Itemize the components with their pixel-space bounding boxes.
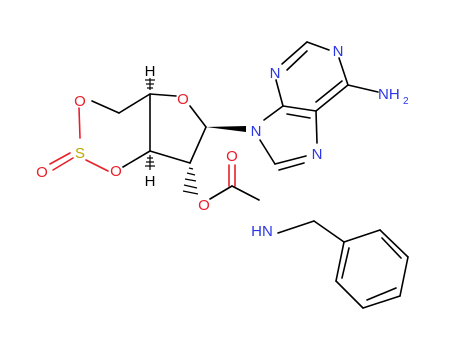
- bond-o-s-upper: [78, 107, 81, 139]
- bond-c4-n9: [263, 105, 284, 121]
- amino-subscript: 2: [403, 96, 409, 107]
- bond-n7-c5: [315, 110, 318, 144]
- hydrogen-bottom: H: [145, 173, 156, 190]
- benzene-inner-2: [366, 287, 397, 301]
- amino-group: NH: [378, 86, 400, 103]
- hash-bond-c2-o: [182, 167, 199, 195]
- benzene-bond-3: [399, 256, 409, 297]
- hash-bond-top: [145, 78, 155, 90]
- oxygen-ring-lower: O: [110, 163, 122, 180]
- wedge-bond-c1-n9: [206, 126, 246, 132]
- bond-ch2-ring: [313, 220, 345, 243]
- benzene-inner-3: [341, 247, 350, 279]
- oxygen-ring-upper: O: [74, 93, 86, 110]
- bond-ch2-o: [91, 100, 120, 114]
- sulfur-atom: S: [75, 145, 85, 162]
- bond-s-o-double-1: [49, 152, 71, 165]
- bond-c8-n7-2: [278, 162, 305, 171]
- nitrogen-n9: N: [251, 123, 262, 140]
- carbamate-nh: HN: [251, 223, 273, 240]
- nitrogen-n7: N: [312, 146, 323, 163]
- bonds: [49, 41, 409, 309]
- bond-c8-n7-1: [274, 155, 307, 165]
- benzene-bond-1: [343, 229, 381, 243]
- bond-o-carbonyl-c: [209, 185, 233, 200]
- oxygen-carbonyl: O: [226, 148, 238, 165]
- oxygen-furanose: O: [177, 91, 189, 108]
- bond-n3-c2-1: [281, 41, 308, 65]
- benzene-inner-1: [381, 237, 402, 259]
- bond-c-nh: [231, 185, 260, 201]
- nitrogen-n1: N: [333, 43, 344, 60]
- nitrogen-n3: N: [270, 65, 281, 82]
- bond-c4-o4: [149, 93, 177, 97]
- oxygen-ester: O: [198, 197, 210, 214]
- bond-c5prime-ch2: [118, 93, 151, 114]
- bond-c6-nh2: [347, 84, 379, 93]
- bond-n1-c6: [338, 57, 349, 86]
- bond-o-c3prime: [122, 150, 151, 168]
- bond-s-o-double-2: [52, 157, 74, 171]
- bond-o4-c1: [189, 105, 207, 128]
- benzene-bond-5: [335, 280, 364, 309]
- bond-nh-ch2: [277, 220, 315, 234]
- bond-n3-c2-2: [286, 50, 308, 71]
- hash-bond-bottom: [145, 155, 155, 170]
- bond-c5-c4: [282, 105, 317, 112]
- bond-c4-c4inner: [286, 113, 311, 119]
- bond-c2-c3: [149, 150, 191, 164]
- oxygen-sulfinyl: O: [36, 164, 48, 181]
- bond-c2-n1: [306, 41, 330, 51]
- benzene-bond-2: [379, 229, 409, 258]
- bond-c1-c2: [189, 126, 207, 164]
- bond-n9-c8: [259, 139, 276, 165]
- benzene-bond-6: [335, 241, 345, 282]
- bond-s-o-lower: [85, 159, 109, 172]
- bond-c6-c5-1: [315, 84, 349, 112]
- hydrogen-top: H: [145, 63, 156, 80]
- benzene-bond-4: [362, 295, 401, 309]
- atom-labels: O S O O O H H O O HN N N N N NH 2: [36, 43, 409, 240]
- bond-c4-n3: [275, 79, 284, 107]
- bond-c6-c5-2: [315, 80, 343, 103]
